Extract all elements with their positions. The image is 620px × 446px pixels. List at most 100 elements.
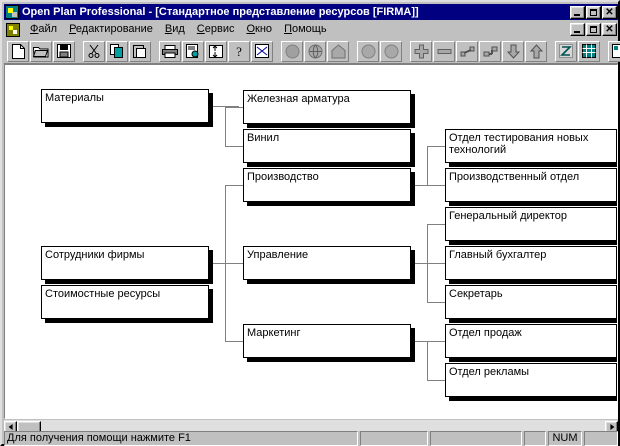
node-label: Производственный отдел: [449, 171, 580, 183]
node-label: Отдел продаж: [449, 327, 522, 339]
connector-segment: [427, 224, 445, 225]
window-title: Open Plan Professional - [Стандартное пр…: [22, 6, 419, 18]
diagram-node[interactable]: Отдел продаж: [445, 324, 617, 358]
node-label: Управление: [247, 249, 309, 261]
menu-edit[interactable]: Редактирование: [69, 23, 153, 35]
document-icon[interactable]: [6, 22, 20, 37]
arrow-down-icon[interactable]: [502, 40, 524, 62]
copy-icon[interactable]: [106, 40, 128, 62]
save-disk-icon[interactable]: [53, 40, 75, 62]
circle-fill-icon[interactable]: [380, 40, 402, 62]
connector-segment: [225, 341, 243, 342]
pentagon-icon[interactable]: [327, 40, 349, 62]
menu-view[interactable]: Вид: [164, 23, 185, 35]
circle-globe-icon[interactable]: [304, 40, 326, 62]
status-num-indicator: NUM: [548, 431, 582, 446]
connector-segment: [225, 146, 243, 147]
node-label: Секретарь: [449, 288, 503, 300]
connector-segment: [427, 380, 445, 381]
diagram-node[interactable]: Секретарь: [445, 285, 617, 319]
arrow-up-icon[interactable]: [525, 40, 547, 62]
open-folder-icon[interactable]: [30, 40, 52, 62]
status-pane-2: [430, 431, 522, 446]
node-label: Стоимостные ресурсы: [45, 288, 161, 300]
print-icon[interactable]: [159, 40, 181, 62]
status-pane-5: [584, 431, 618, 446]
diagram-node[interactable]: Производство: [243, 168, 411, 202]
circle-plain-icon[interactable]: [357, 40, 379, 62]
diagram-client-area[interactable]: Материалы Железная арматура Винил Отдел …: [4, 64, 618, 419]
menu-help[interactable]: Помощь: [284, 23, 327, 35]
plus-icon[interactable]: [410, 40, 432, 62]
node-label: Главный бухгалтер: [449, 249, 547, 261]
node-label: Отдел тестирования новых технологий: [449, 132, 589, 156]
minimize-button[interactable]: [570, 5, 585, 19]
node-label: Сотрудники фирмы: [45, 249, 145, 261]
diagram-node[interactable]: Сотрудники фирмы: [41, 246, 209, 280]
layout-icon[interactable]: [608, 40, 620, 62]
node-label: Маркетинг: [247, 327, 301, 339]
connector-segment: [213, 106, 239, 107]
minus-icon[interactable]: [433, 40, 455, 62]
grid-table-icon[interactable]: [578, 40, 600, 62]
window-controls: ✕: [569, 5, 617, 19]
connector-segment: [225, 107, 243, 108]
node-label: Материалы: [45, 92, 104, 104]
help-question-icon[interactable]: ?: [228, 40, 250, 62]
diagram-node[interactable]: Главный бухгалтер: [445, 246, 617, 280]
connector-segment: [427, 341, 428, 381]
diagram-node[interactable]: Отдел рекламы: [445, 363, 617, 397]
menu-file[interactable]: Файл: [30, 23, 58, 35]
menu-bar: Файл Редактирование Вид Сервис Окно Помо…: [4, 21, 618, 38]
mdi-minimize-button[interactable]: [570, 23, 585, 36]
close-button[interactable]: ✕: [602, 5, 617, 19]
scroll-left-arrow-icon[interactable]: [4, 420, 17, 434]
connector-segment: [225, 263, 243, 264]
connector-segment: [427, 341, 445, 342]
connector-stub: [617, 185, 618, 186]
diagram-node[interactable]: Материалы: [41, 89, 209, 123]
circle-gray-icon[interactable]: [281, 40, 303, 62]
diagram-node[interactable]: Маркетинг: [243, 324, 411, 358]
diagram-node[interactable]: Управление: [243, 246, 411, 280]
app-icon: [5, 5, 19, 19]
new-icon[interactable]: [7, 40, 29, 62]
status-pane-1: [360, 431, 428, 446]
mdi-window-controls: ✕: [569, 23, 617, 36]
status-message: Для получения помощи нажмите F1: [4, 431, 358, 446]
mdi-restore-button[interactable]: [586, 23, 601, 36]
diagram-node[interactable]: Железная арматура: [243, 90, 411, 124]
cut-scissors-icon[interactable]: [83, 40, 105, 62]
unlink-step-icon[interactable]: [479, 40, 501, 62]
node-label: Генеральный директор: [449, 210, 567, 222]
link-icon[interactable]: [456, 40, 478, 62]
menu-window[interactable]: Окно: [246, 23, 273, 35]
sort-icon[interactable]: [205, 40, 227, 62]
diagram-node[interactable]: Производственный отдел: [445, 168, 617, 202]
title-bar: Open Plan Professional - [Стандартное пр…: [4, 4, 618, 20]
restore-button[interactable]: [586, 5, 601, 19]
connector-segment: [427, 185, 445, 186]
mdi-close-button[interactable]: ✕: [602, 23, 617, 36]
connector-stub: [617, 341, 618, 342]
node-label: Производство: [247, 171, 319, 183]
paste-icon[interactable]: [129, 40, 151, 62]
print-preview-icon[interactable]: [182, 40, 204, 62]
status-bar: Для получения помощи нажмите F1 NUM: [4, 431, 618, 446]
node-label: Железная арматура: [247, 93, 350, 105]
horizontal-scrollbar[interactable]: [4, 420, 618, 434]
filter-icon[interactable]: [251, 40, 273, 62]
scroll-track[interactable]: [17, 420, 605, 434]
connector-segment: [225, 107, 226, 147]
zoom-z-icon[interactable]: [555, 40, 577, 62]
menu-tools[interactable]: Сервис: [196, 23, 235, 35]
connector-segment: [225, 185, 243, 186]
diagram-node[interactable]: Отдел тестирования новых технологий: [445, 129, 617, 163]
diagram-node[interactable]: Стоимостные ресурсы: [41, 285, 209, 319]
connector-segment: [427, 146, 428, 186]
diagram-node[interactable]: Винил: [243, 129, 411, 163]
diagram-node[interactable]: Генеральный директор: [445, 207, 617, 241]
toolbar: ?: [4, 39, 620, 64]
node-label: Винил: [247, 132, 280, 144]
